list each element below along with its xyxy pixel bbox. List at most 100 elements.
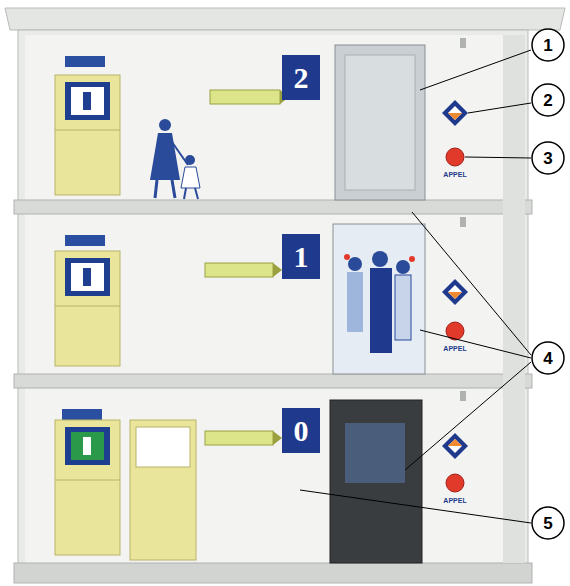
emergency-door [55, 420, 120, 555]
callout-number: 1 [532, 37, 564, 54]
emergency-door [55, 75, 120, 195]
level-plate [282, 55, 320, 100]
landing-door-glass [333, 224, 425, 374]
call-button [446, 474, 464, 492]
exit-pictogram [65, 82, 110, 120]
floor-panel [25, 214, 503, 374]
child-head [185, 155, 195, 165]
leader-line [420, 50, 531, 90]
direction-diamond [442, 433, 468, 459]
direction-sign [205, 431, 273, 445]
child-leg [195, 188, 198, 199]
floor-slab [14, 200, 532, 214]
poster-figure [396, 260, 410, 274]
glass-reflection [345, 423, 405, 483]
level-group [55, 391, 468, 563]
leader-line [465, 157, 531, 158]
call-label: APPEL [430, 171, 480, 178]
poster-figure [347, 272, 363, 332]
floor-slab [14, 374, 532, 388]
child-leg [184, 188, 186, 199]
direction-sign [210, 90, 280, 104]
pictogram-field [71, 87, 104, 115]
poster-figure [348, 257, 362, 271]
poster-figure [372, 251, 388, 267]
diamond-inner [448, 106, 462, 120]
leader-line [412, 212, 531, 355]
leader-line [420, 330, 531, 358]
callout-number: 3 [532, 150, 564, 167]
diamond-down [448, 292, 462, 299]
exit-pictogram [65, 258, 110, 296]
diamond-inner [448, 439, 462, 453]
leader-line [300, 490, 531, 523]
leader-line [468, 103, 531, 113]
callout-number: 4 [532, 350, 564, 367]
emergency-door [55, 251, 120, 366]
diamond-up [448, 439, 462, 446]
diamond-inner [448, 285, 462, 299]
technical-door [130, 420, 196, 560]
call-button [446, 148, 464, 166]
call-label: APPEL [430, 497, 480, 504]
exit-pictogram [65, 427, 110, 465]
callout-number: 2 [532, 92, 564, 109]
callout-circle [532, 142, 564, 174]
child-body [181, 167, 200, 188]
direction-arrow [273, 431, 282, 445]
indicator-light [460, 38, 466, 48]
floor-panel [25, 35, 503, 200]
pictogram-field [71, 432, 104, 460]
poster-figure [395, 275, 411, 340]
level-group [55, 38, 468, 200]
level-number: 1 [282, 242, 320, 272]
figure-head [159, 119, 171, 131]
poster-detail [409, 256, 415, 262]
door-notice [136, 427, 190, 467]
base-slab [14, 563, 532, 583]
pictogram-figure [83, 437, 91, 455]
indicator-light [460, 217, 466, 227]
diamond-down [448, 113, 462, 120]
door-line [55, 306, 120, 307]
level-number: 2 [282, 63, 320, 93]
level-plate [282, 408, 320, 453]
figure-leg [155, 180, 157, 198]
door-line [55, 480, 120, 481]
side-strip [503, 35, 525, 563]
callout-circle [532, 342, 564, 374]
callout-circle [532, 29, 564, 61]
pictogram-figure [83, 268, 91, 286]
landing-door-glass [330, 400, 422, 563]
door-line [55, 130, 120, 131]
floor-panel [25, 388, 503, 563]
figure-body [150, 133, 180, 180]
callout-number: 5 [532, 515, 564, 532]
exit-sign [65, 235, 105, 246]
callout-circle [532, 507, 564, 539]
call-label: APPEL [430, 345, 480, 352]
leader-line [405, 362, 531, 470]
exit-sign [65, 56, 105, 67]
callout-circle [532, 84, 564, 116]
poster-detail [344, 254, 350, 260]
poster-figure [370, 268, 392, 353]
landing-door-glass [335, 45, 425, 200]
exit-sign [62, 409, 102, 420]
indicator-light [460, 391, 466, 401]
direction-diamond [442, 100, 468, 126]
pictogram-figure [83, 92, 91, 110]
direction-arrow [273, 263, 282, 277]
direction-diamond [442, 279, 468, 305]
level-plate [282, 234, 320, 279]
level-number: 0 [282, 416, 320, 446]
level-group [55, 217, 468, 374]
roof [5, 8, 565, 30]
figure-leg [172, 180, 175, 198]
direction-sign [205, 263, 273, 277]
cabinet-body [18, 30, 528, 575]
pictogram-field [71, 263, 104, 291]
glass-reflection [345, 55, 415, 190]
